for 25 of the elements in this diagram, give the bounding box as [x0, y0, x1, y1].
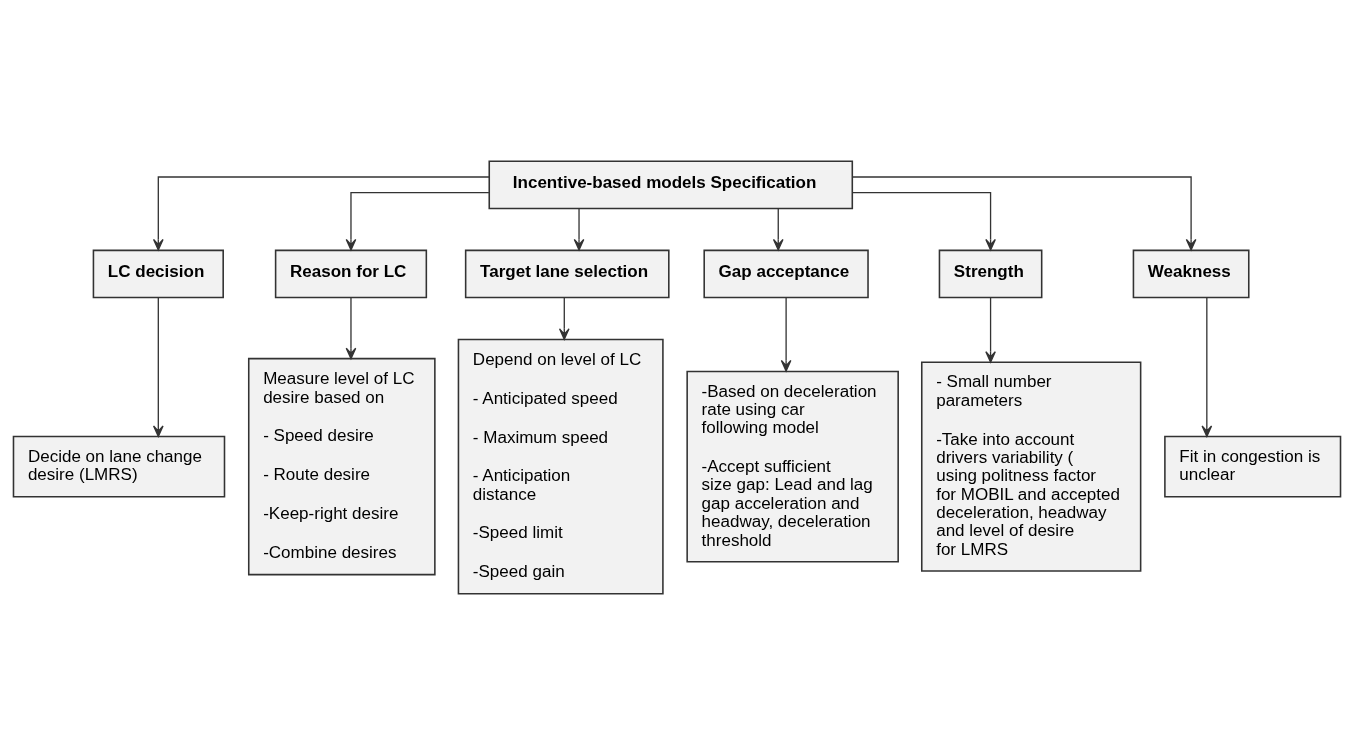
arrow: [985, 296, 996, 363]
arrow: [851, 192, 996, 251]
arrow: [345, 296, 357, 360]
arrow: [345, 192, 490, 251]
arrow: [780, 296, 792, 372]
arrow: [573, 208, 585, 251]
node-box: Incentive-based models Specification: [488, 160, 854, 210]
node-box: Target lane selection: [464, 249, 670, 299]
node-box: Weakness: [1132, 249, 1250, 299]
node-box: Measure level of LC desire based on - Speed desire - Route desire -Keep-right desire -Combine desires: [247, 357, 436, 576]
arrow: [152, 176, 490, 251]
node-box: - Small number parameters -Take into account drivers variability ( using politness factor for MOBIL and accepted deceleration, headway and level of desire for LMRS: [920, 361, 1142, 572]
node-box: Depend on level of LC - Anticipated speed - Maximum speed - Anticipation distance -Speed limit -Speed gain: [457, 338, 664, 595]
arrow: [152, 296, 164, 438]
arrow: [772, 208, 784, 251]
node-box: LC decision: [92, 249, 224, 299]
node-box: -Based on deceleration rate using car following model -Accept sufficient size gap: Lead and lag gap acceleration and headway, deceleration threshold: [686, 370, 899, 563]
arrow: [851, 176, 1197, 251]
node-box: Gap acceptance: [703, 249, 869, 299]
arrow: [558, 296, 570, 340]
node-box: Reason for LC: [274, 249, 428, 299]
arrow: [1201, 296, 1213, 438]
node-box: Strength: [938, 249, 1043, 299]
node-box: Decide on lane change desire (LMRS): [12, 435, 226, 498]
node-box: Fit in congestion is unclear: [1164, 435, 1342, 498]
